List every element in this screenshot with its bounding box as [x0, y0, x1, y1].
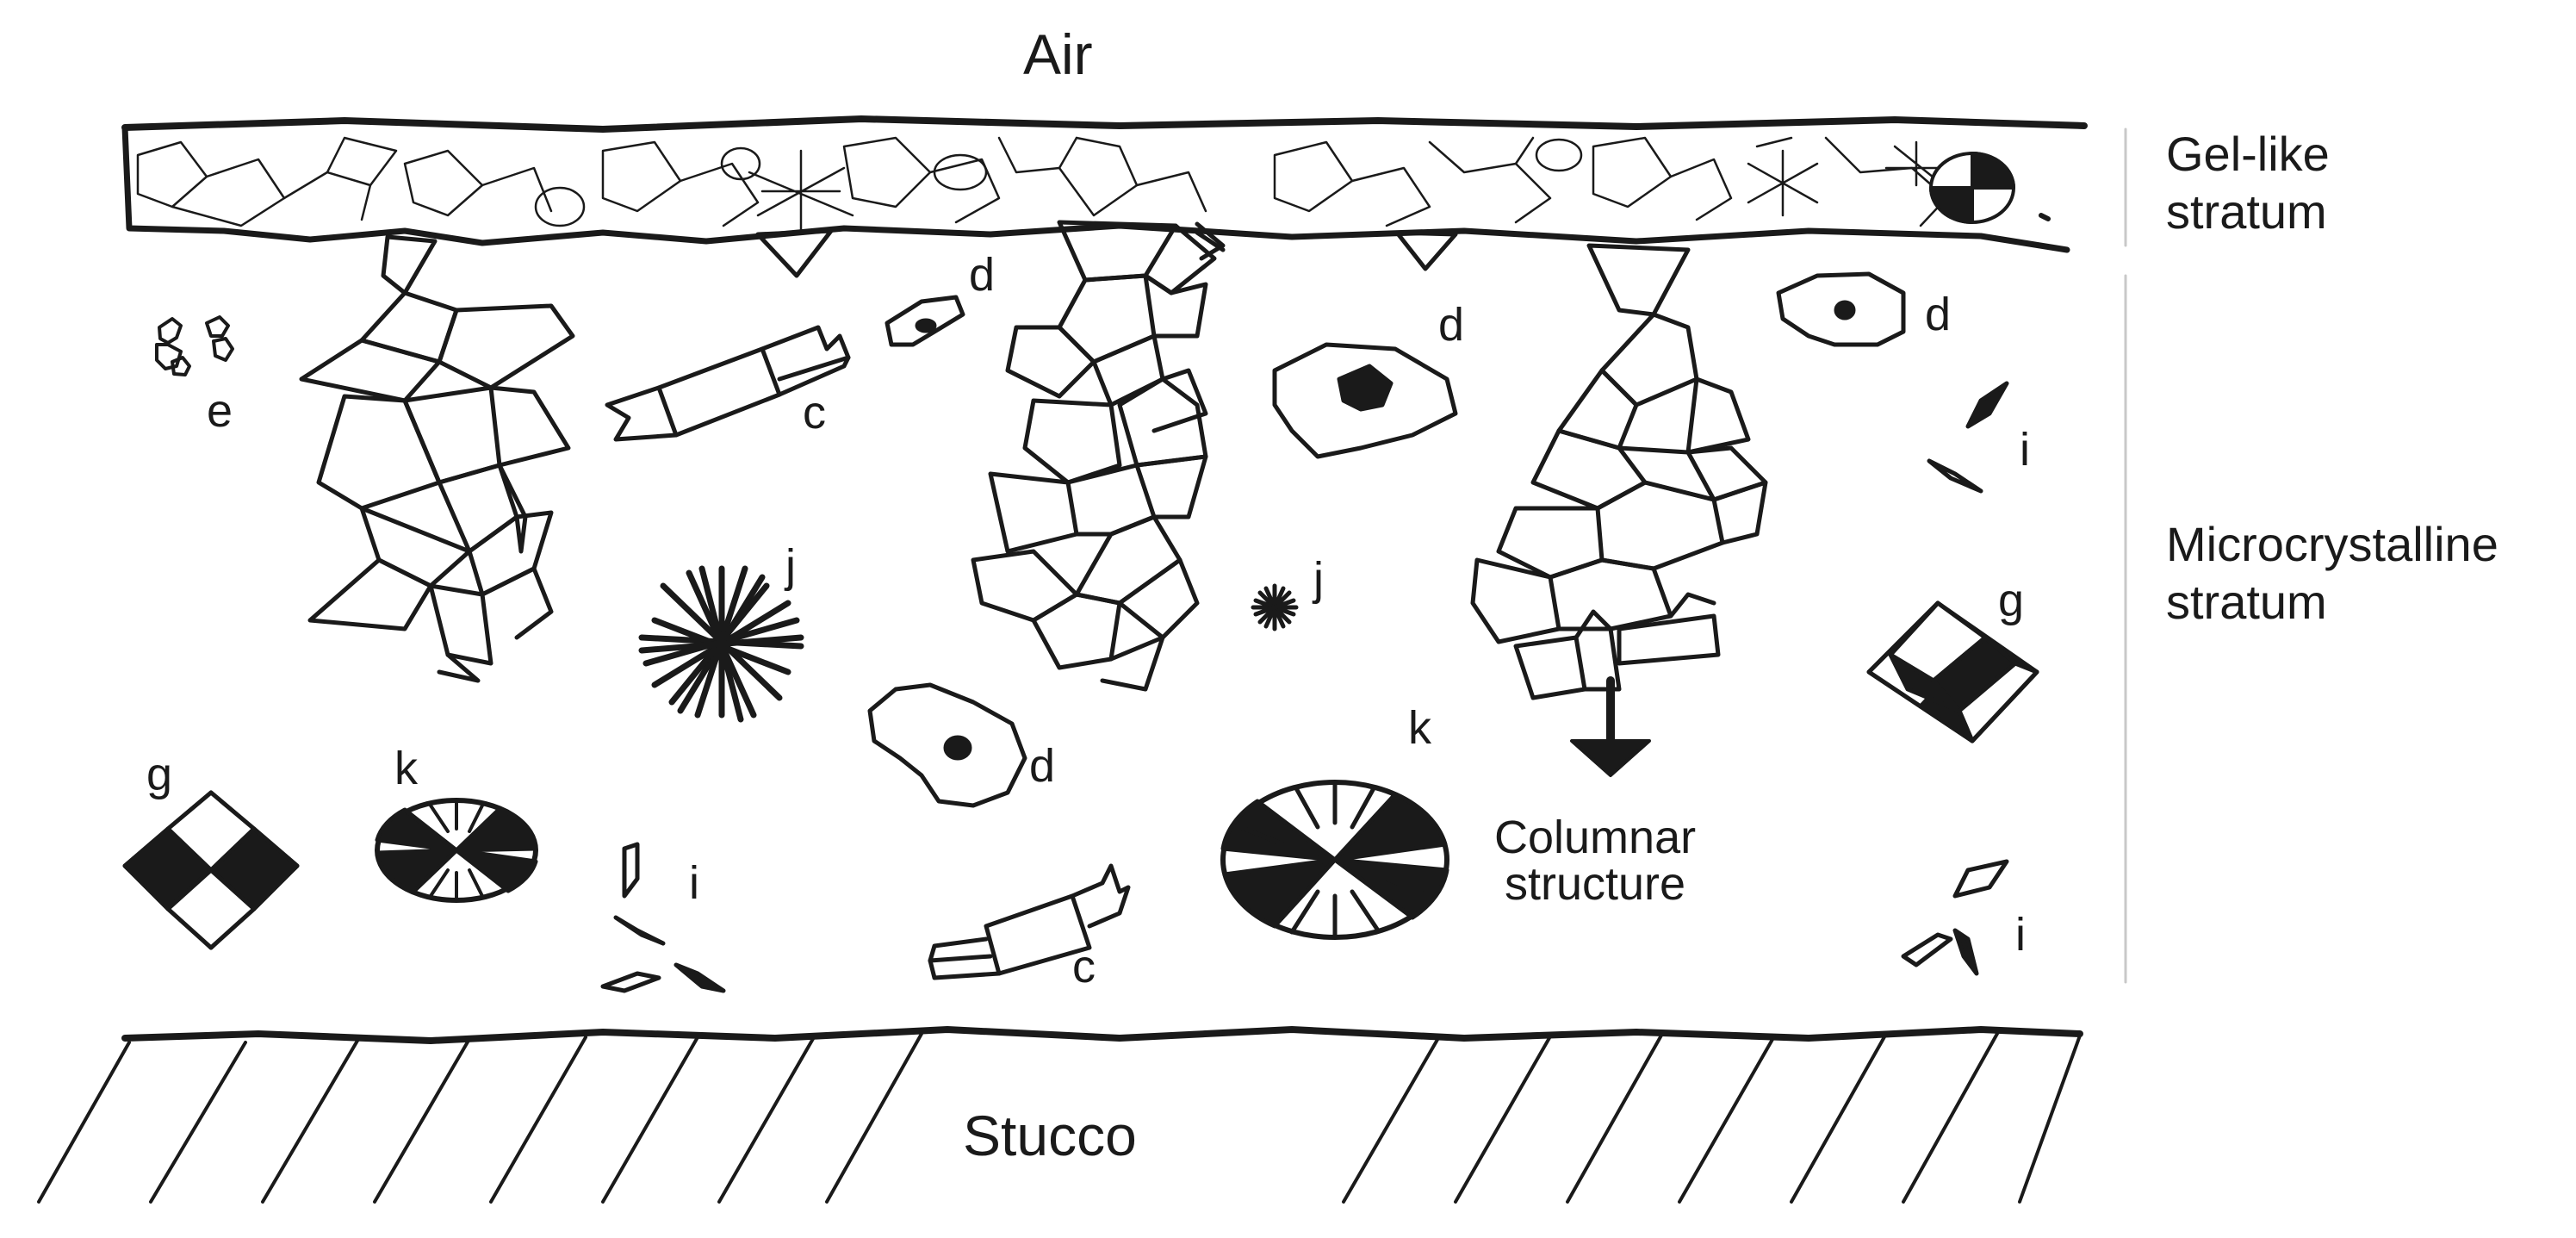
marker-g-2: g	[146, 749, 173, 800]
feature-d-nodule-3	[1776, 271, 1906, 347]
air-label: Air	[1023, 22, 1093, 86]
marker-d-3: d	[1925, 289, 1952, 340]
feature-c-crystal-1	[605, 325, 851, 442]
gel-like-stratum-line1: Gel-like	[2166, 127, 2330, 181]
feature-c-crystal-2	[928, 863, 1131, 980]
marker-i-3: i	[2015, 909, 2026, 961]
marker-j-2: j	[1313, 553, 1324, 605]
feature-k-ellipse-large	[1220, 780, 1449, 940]
gel-like-stratum-label: Gel-like stratum	[2166, 125, 2330, 240]
stucco-label: Stucco	[963, 1104, 1137, 1167]
marker-g-1: g	[1998, 575, 2025, 626]
feature-j-cluster-small	[1251, 583, 1299, 631]
feature-g-crystal-2	[122, 790, 300, 950]
marker-i-1: i	[2020, 424, 2030, 476]
columnar-structure-line2: structure	[1505, 858, 1686, 910]
gel-like-stratum-line2: stratum	[2166, 184, 2327, 240]
marker-j-1: j	[785, 540, 796, 592]
feature-d-nodule-1	[885, 295, 965, 347]
marker-i-2: i	[689, 857, 699, 909]
marker-d-1: d	[969, 249, 996, 301]
feature-i-group-3	[1901, 859, 2009, 976]
marker-d-2: d	[1438, 299, 1465, 351]
feature-g-crystal-1	[1866, 600, 2039, 743]
columnar-crystal-2	[971, 220, 1226, 692]
columnar-structure-label: Columnar structure	[1494, 814, 1696, 907]
microcrystalline-stratum-label: Microcrystalline stratum	[2166, 515, 2498, 631]
marker-k-2: k	[1408, 702, 1431, 754]
feature-i-group-1	[1927, 381, 2009, 494]
columnar-crystal-3	[1470, 243, 1768, 700]
feature-d-nodule-2	[1272, 342, 1458, 459]
microcrystalline-stratum-line2: stratum	[2166, 575, 2327, 630]
feature-j-cluster-large	[638, 565, 804, 723]
feature-k-ellipse-small	[375, 798, 538, 903]
wedge-crystals	[755, 228, 1458, 278]
stucco-base	[37, 1026, 2083, 1204]
feature-e-particles	[155, 315, 234, 376]
columnar-structure-line1: Columnar	[1494, 812, 1697, 863]
marker-c-1: c	[803, 387, 826, 439]
feature-d-nodule-4	[867, 682, 1027, 808]
columnar-crystal-1	[299, 234, 575, 683]
down-arrow-icon	[1570, 676, 1651, 777]
microcrystalline-stratum-line1: Microcrystalline	[2166, 517, 2498, 571]
gel-like-stratum-band	[121, 115, 2088, 253]
marker-c-2: c	[1072, 941, 1096, 992]
marker-e: e	[207, 385, 233, 437]
feature-i-group-2	[600, 842, 726, 993]
marker-k-1: k	[394, 743, 418, 794]
marker-d-4: d	[1029, 740, 1056, 792]
